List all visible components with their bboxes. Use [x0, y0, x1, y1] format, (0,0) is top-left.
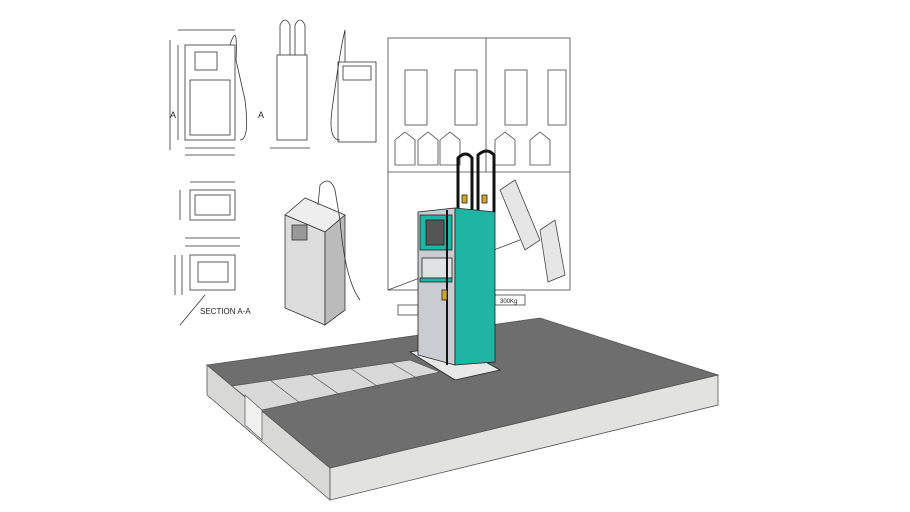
side-elevation-drawing: [270, 19, 310, 149]
rear-elevation-drawing: [330, 29, 377, 143]
weight-label: 300Kg: [500, 299, 517, 305]
fuel-dispenser: [408, 149, 502, 381]
view-marker-left: A: [170, 110, 176, 120]
dispenser-body: [454, 207, 496, 366]
top-view-drawing: [179, 181, 236, 221]
section-a-a-drawing: [174, 237, 240, 326]
concrete-slab: [206, 317, 720, 501]
view-marker-right: A: [258, 110, 264, 120]
drain-trench: [231, 359, 442, 441]
section-label: SECTION A-A: [200, 307, 251, 316]
isometric-dispenser-drawing: [284, 180, 361, 326]
front-elevation-drawing: [169, 29, 248, 156]
